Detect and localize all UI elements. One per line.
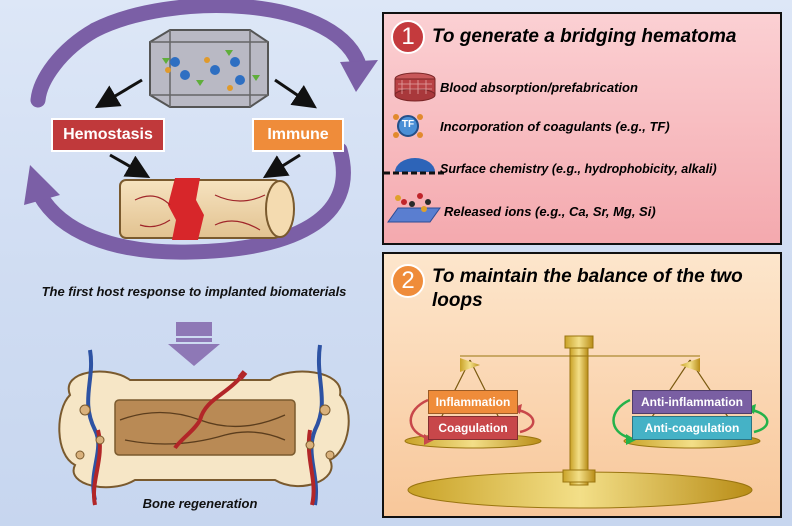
fractured-bone-icon xyxy=(119,178,295,240)
coagulation-box: Coagulation xyxy=(428,416,518,440)
inflammation-box: Inflammation xyxy=(428,390,518,414)
item-coagulants: Incorporation of coagulants (e.g., TF) xyxy=(440,119,670,134)
anti-inflammation-box: Anti-inflammation xyxy=(632,390,752,414)
step-number-1: 1 xyxy=(391,20,425,54)
hemostasis-box: Hemostasis xyxy=(51,118,165,152)
regenerated-bone-icon xyxy=(58,344,350,506)
step-number-2: 2 xyxy=(391,264,425,298)
item-released-ions: Released ions (e.g., Ca, Sr, Mg, Si) xyxy=(444,204,656,219)
item-surface-chemistry: Surface chemistry (e.g., hydrophobicity,… xyxy=(440,162,717,176)
host-response-caption: The first host response to implanted bio… xyxy=(41,284,347,299)
immune-box: Immune xyxy=(252,118,344,152)
anti-coagulation-box: Anti-coagulation xyxy=(632,416,752,440)
cycle-arrow-bottom xyxy=(24,142,351,260)
bone-regeneration-caption: Bone regeneration xyxy=(142,496,258,511)
cycle-arrow-top xyxy=(30,0,378,108)
item-blood-absorption: Blood absorption/prefabrication xyxy=(440,80,638,95)
panel-bridging-hematoma xyxy=(382,12,782,245)
panel1-title: To generate a bridging hematoma xyxy=(432,26,737,47)
down-arrow-icon xyxy=(168,322,220,366)
biomaterial-scaffold-icon xyxy=(149,29,269,108)
tf-icon-label: TF xyxy=(401,119,415,130)
panel2-title: To maintain the balance of the two loops xyxy=(432,266,743,311)
